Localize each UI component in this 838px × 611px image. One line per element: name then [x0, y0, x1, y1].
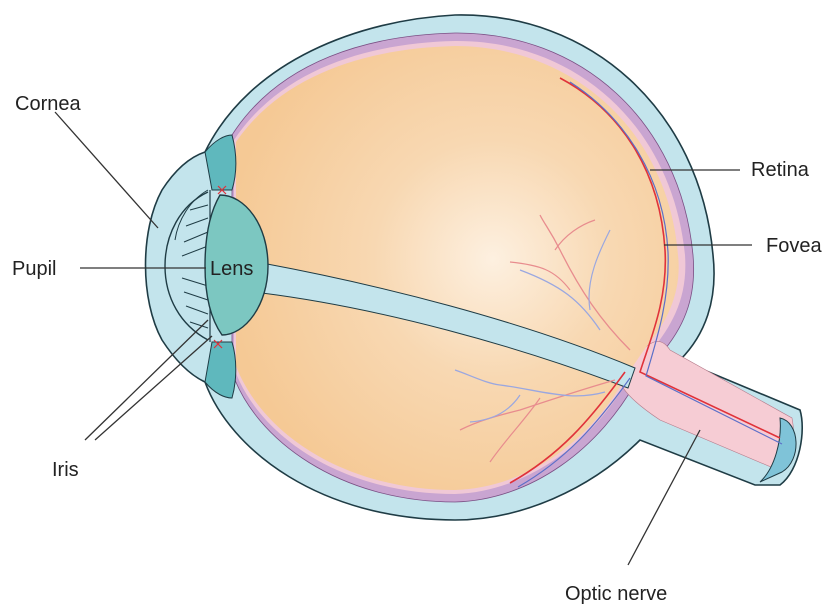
pupil-rays: [181, 204, 209, 329]
retina-blood-vessels: [454, 77, 783, 488]
optic-nerve-label: Optic nerve: [565, 583, 667, 605]
iris-leader-2: [94, 335, 213, 441]
suspensory-ligament-marks: [213, 185, 227, 349]
hyaloid-canal: [261, 262, 636, 389]
pupil-label: Pupil: [12, 258, 56, 280]
leader-lines: [54, 111, 752, 566]
fovea-label: Fovea: [766, 235, 822, 257]
iris-label: Iris: [52, 459, 79, 481]
optic-nerve-leader: [627, 429, 701, 566]
cornea-label: Cornea: [15, 93, 81, 115]
lens-label: Lens: [210, 258, 253, 280]
retina-label: Retina: [751, 159, 810, 181]
vitreous-body: [236, 46, 679, 490]
cornea-leader: [54, 111, 159, 229]
lens: [204, 194, 269, 336]
cornea: [164, 189, 209, 341]
iris-leader-1: [84, 319, 209, 441]
